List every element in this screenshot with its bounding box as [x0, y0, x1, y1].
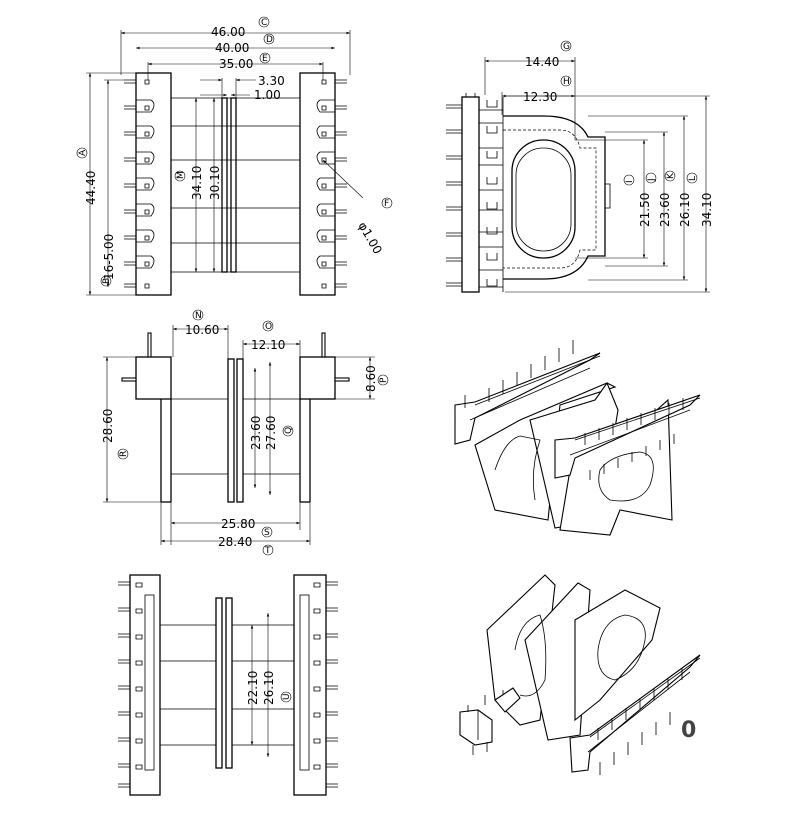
dim-23-60-front: 23.60 [249, 416, 263, 450]
dim-30-10: 30.10 [208, 166, 222, 200]
dim-28-60: 28.60 [101, 409, 115, 443]
corner-label: 0 [681, 718, 696, 743]
front-right-block [299, 356, 336, 400]
svg-text:R: R [119, 451, 129, 457]
side-flange-outline [503, 115, 606, 280]
dim-34-10-side: 34.10 [700, 193, 714, 227]
bottom-left-flange [129, 574, 161, 796]
svg-text:K: K [666, 172, 676, 179]
svg-text:J: J [647, 178, 657, 182]
iso2-pin-block-right [569, 654, 701, 775]
dim-pitch: 16-5.00 [102, 234, 116, 280]
svg-text:G: G [563, 42, 570, 52]
core-window [511, 139, 576, 259]
iso1-pin-block-back [454, 340, 601, 445]
svg-text:A: A [78, 149, 88, 156]
bottom-wall-left [215, 597, 223, 769]
svg-text:E: E [262, 54, 268, 64]
dim-23-60: 23.60 [658, 193, 672, 227]
dim-12-30: 12.30 [523, 90, 557, 104]
dim-28-40: 28.40 [218, 535, 252, 549]
svg-text:N: N [195, 311, 202, 321]
top-view: 46.00 40.00 35.00 C D E 3.30 1.00 44.40 … [76, 16, 393, 296]
svg-text:U: U [282, 693, 292, 700]
isometric-view-bottom: 0 [459, 574, 701, 775]
dim-26-10-bottom: 26.10 [262, 671, 276, 705]
dim-34-10: 34.10 [190, 166, 204, 200]
dim-1-00: 1.00 [254, 88, 281, 102]
dim-27-60: 27.60 [264, 416, 278, 450]
side-pin-block [461, 96, 480, 293]
bottom-wall-right [225, 597, 233, 769]
dim-12-10: 12.10 [251, 338, 285, 352]
dim-pin-diameter: φ1.00 [355, 220, 384, 257]
dim-14-40: 14.40 [525, 55, 559, 69]
svg-text:F: F [384, 199, 389, 209]
svg-text:O: O [265, 322, 272, 332]
center-wall-left [221, 97, 228, 273]
svg-text:M: M [176, 171, 186, 179]
dim-26-10: 26.10 [678, 193, 692, 227]
front-wall-right [236, 358, 244, 503]
dim-44-40: 44.40 [84, 171, 98, 205]
iso2-pin-block-left [459, 687, 521, 755]
side-view: 14.40 12.30 G H 21.50 23.60 26.10 34.10 … [446, 40, 714, 293]
isometric-view-top [454, 340, 701, 536]
svg-text:I: I [625, 180, 635, 183]
svg-text:S: S [264, 528, 270, 538]
dim-8-60: 8.60 [364, 365, 378, 392]
svg-text:B: B [102, 278, 112, 284]
dim-40: 40.00 [215, 41, 249, 55]
bottom-view: 22.10 26.10 U [118, 574, 338, 796]
dim-3-30: 3.30 [258, 74, 285, 88]
front-wall-left [227, 358, 235, 503]
svg-text:Q: Q [284, 427, 294, 434]
dim-21-50: 21.50 [638, 193, 652, 227]
left-pin-row [124, 79, 155, 289]
iso1-pin-block-front [554, 394, 701, 480]
bottom-right-flange [293, 574, 327, 796]
center-wall-right [230, 97, 237, 273]
svg-text:C: C [261, 18, 267, 28]
svg-text:T: T [264, 546, 271, 556]
svg-text:L: L [688, 176, 698, 181]
dim-25-80: 25.80 [221, 517, 255, 531]
dim-35: 35.00 [219, 57, 253, 71]
dim-46: 46.00 [211, 25, 245, 39]
front-view: 10.60 12.10 N O 8.60 P 28.60 R 23.60 27.… [101, 309, 389, 556]
front-left-block [135, 356, 172, 400]
svg-text:P: P [379, 377, 389, 383]
dim-22-10: 22.10 [246, 671, 260, 705]
svg-text:D: D [266, 35, 273, 45]
dim-10-60: 10.60 [185, 323, 219, 337]
svg-text:H: H [563, 77, 570, 87]
right-pin-row [316, 79, 347, 289]
